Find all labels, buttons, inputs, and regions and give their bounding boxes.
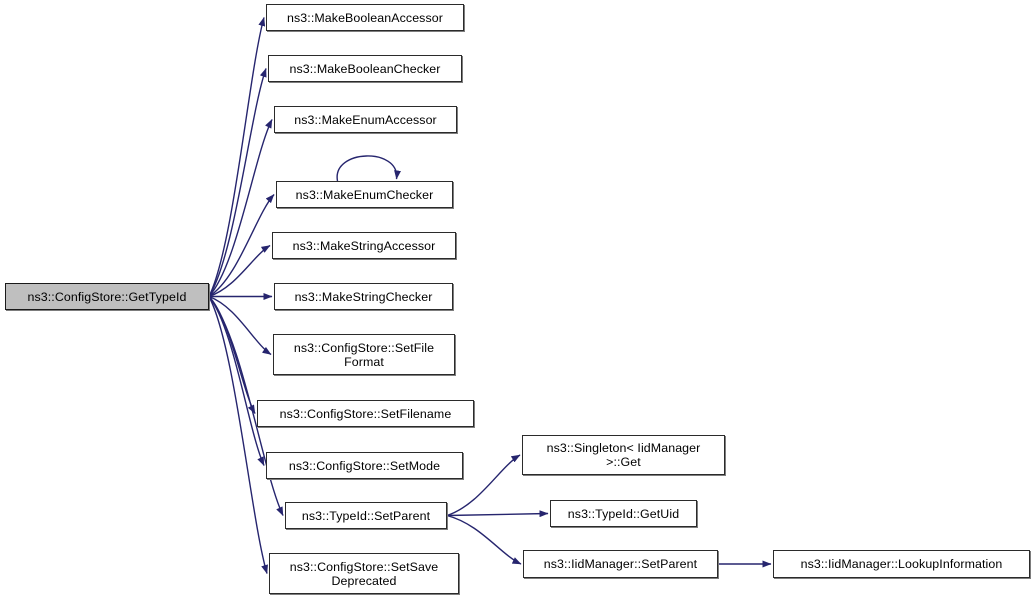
- graph-node-typeIdSetParent[interactable]: ns3::TypeId::SetParent: [285, 502, 447, 529]
- graph-node-setFileFormat[interactable]: ns3::ConfigStore::SetFile Format: [273, 334, 455, 375]
- graph-edge-getTypeId-to-makeEnumChecker: [208, 194, 275, 298]
- graph-node-makeEnumAccessor[interactable]: ns3::MakeEnumAccessor: [274, 106, 457, 133]
- graph-node-label: ns3::ConfigStore::SetSave Deprecated: [289, 559, 439, 588]
- graph-node-makeEnumChecker[interactable]: ns3::MakeEnumChecker: [276, 181, 453, 208]
- graph-node-typeIdGetUid[interactable]: ns3::TypeId::GetUid: [550, 500, 697, 527]
- graph-node-setFilename[interactable]: ns3::ConfigStore::SetFilename: [257, 400, 474, 427]
- graph-edge-getTypeId-to-setSaveDeprecated: [208, 296, 268, 574]
- graph-node-makeStringChecker[interactable]: ns3::MakeStringChecker: [274, 283, 453, 310]
- graph-node-label: ns3::MakeBooleanChecker: [289, 61, 441, 76]
- graph-edge-makeEnumChecker-to-makeEnumChecker: [336, 155, 402, 182]
- graph-node-makeBooleanAccessor[interactable]: ns3::MakeBooleanAccessor: [266, 4, 464, 31]
- graph-edge-getTypeId-to-makeEnumAccessor: [208, 119, 273, 297]
- graph-node-label: ns3::MakeStringChecker: [294, 289, 433, 304]
- graph-node-label: ns3::MakeEnumAccessor: [294, 112, 437, 127]
- graph-node-label: ns3::TypeId::SetParent: [301, 508, 431, 523]
- graph-edge-typeIdSetParent-to-typeIdGetUid: [446, 510, 549, 518]
- graph-node-label: ns3::TypeId::GetUid: [567, 506, 680, 521]
- graph-node-label: ns3::MakeBooleanAccessor: [287, 10, 443, 25]
- graph-node-label: ns3::MakeEnumChecker: [295, 187, 434, 202]
- graph-edge-getTypeId-to-makeStringAccessor: [208, 244, 271, 298]
- graph-edge-getTypeId-to-makeBooleanAccessor: [208, 17, 266, 297]
- graph-node-label: ns3::ConfigStore::GetTypeId: [27, 289, 187, 304]
- graph-node-iidManagerSetParent[interactable]: ns3::IidManager::SetParent: [523, 550, 718, 578]
- graph-node-singletonGet[interactable]: ns3::Singleton< IidManager >::Get: [522, 435, 725, 475]
- graph-node-iidManagerLookupInformation[interactable]: ns3::IidManager::LookupInformation: [773, 550, 1030, 578]
- graph-node-setSaveDeprecated[interactable]: ns3::ConfigStore::SetSave Deprecated: [269, 553, 459, 594]
- graph-edge-getTypeId-to-setMode: [208, 296, 265, 466]
- graph-node-label: ns3::Singleton< IidManager >::Get: [546, 441, 701, 469]
- graph-node-makeBooleanChecker[interactable]: ns3::MakeBooleanChecker: [268, 55, 462, 82]
- graph-node-label: ns3::IidManager::LookupInformation: [800, 557, 1003, 571]
- graph-node-setMode[interactable]: ns3::ConfigStore::SetMode: [266, 452, 463, 479]
- graph-node-label: ns3::ConfigStore::SetFilename: [279, 406, 452, 421]
- graph-node-label: ns3::MakeStringAccessor: [292, 238, 436, 253]
- graph-node-makeStringAccessor[interactable]: ns3::MakeStringAccessor: [272, 232, 456, 259]
- graph-node-label: ns3::ConfigStore::SetMode: [288, 458, 441, 473]
- graph-node-label: ns3::ConfigStore::SetFile Format: [293, 340, 435, 369]
- graph-edge-getTypeId-to-setFilename: [208, 296, 256, 414]
- graph-node-label: ns3::IidManager::SetParent: [543, 557, 698, 571]
- graph-edge-getTypeId-to-setFileFormat: [208, 295, 272, 356]
- graph-node-getTypeId[interactable]: ns3::ConfigStore::GetTypeId: [5, 283, 209, 310]
- graph-edge-getTypeId-to-makeBooleanChecker: [208, 68, 267, 297]
